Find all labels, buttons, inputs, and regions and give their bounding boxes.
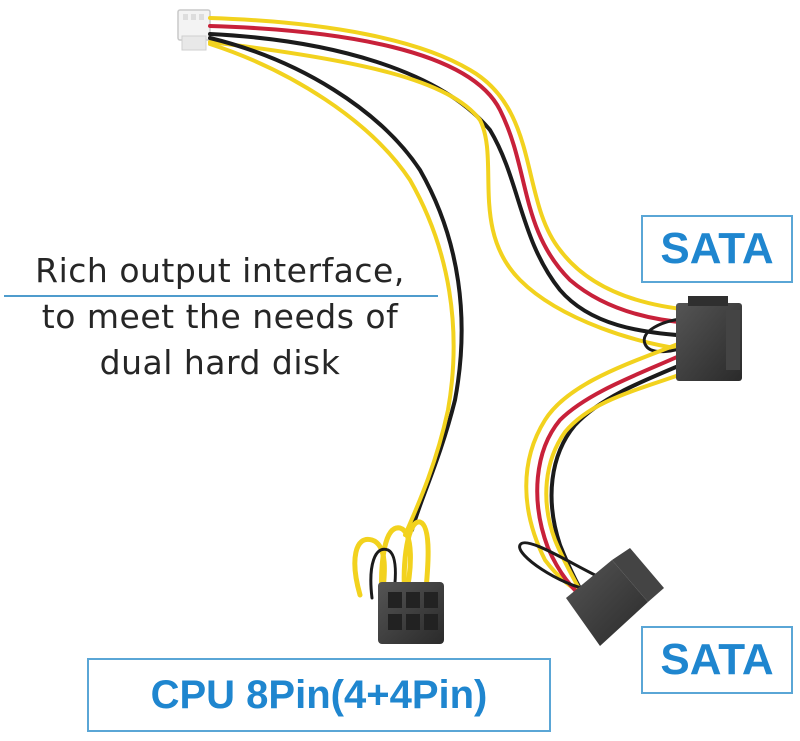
cpu-connector: [378, 582, 444, 644]
sata-label-bottom: SATA: [641, 626, 793, 694]
sata-label-top: SATA: [641, 215, 793, 283]
sata-wire-bundle: [208, 16, 692, 612]
sata-connector-top: [676, 296, 742, 381]
caption-line-1: Rich output interface,: [35, 251, 405, 290]
caption-line-3: dual hard disk: [99, 343, 341, 382]
caption-line-2: to meet the needs of: [41, 297, 399, 336]
sata-connector-bottom: [566, 548, 664, 646]
cpu-wire-bundle: [208, 36, 464, 603]
cpu-connector-label: CPU 8Pin(4+4Pin): [87, 658, 551, 732]
header-connector: [177, 9, 211, 51]
caption-underline: [4, 295, 438, 297]
caption-text: Rich output interface, to meet the needs…: [0, 248, 440, 386]
